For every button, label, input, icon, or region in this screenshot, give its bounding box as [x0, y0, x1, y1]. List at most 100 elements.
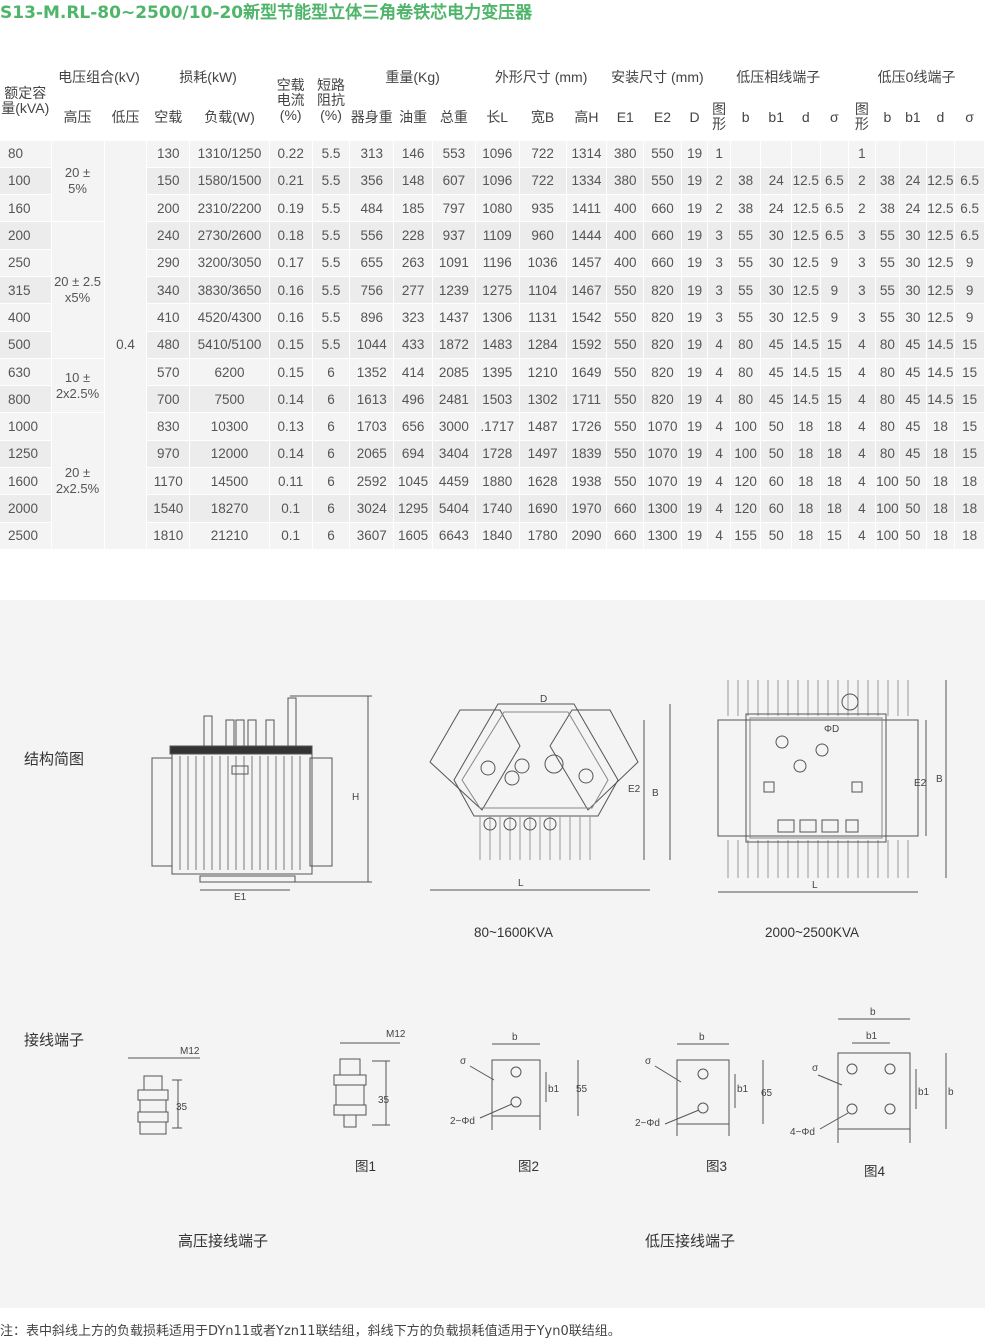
table-cell: 1970	[566, 494, 608, 523]
table-cell: 400	[606, 249, 645, 277]
table-cell: 1131	[519, 303, 567, 332]
th-length: 长L	[475, 94, 520, 141]
table-cell: 1210	[519, 358, 567, 387]
table-cell: 0.19	[269, 194, 313, 223]
table-cell	[760, 140, 793, 168]
table-cell: 3	[848, 303, 876, 332]
table-cell: 4520/4300	[189, 303, 270, 332]
table-cell: 480	[146, 331, 191, 359]
table-cell: 19	[681, 412, 709, 441]
fig2-b1: b1	[548, 1084, 560, 1095]
table-cell: 50	[899, 522, 927, 550]
th-lv: 低压	[104, 94, 148, 141]
table-cell: 3024	[349, 494, 395, 523]
table-cell: 100	[875, 522, 901, 550]
table-cell: 410	[146, 303, 191, 332]
table-cell: 12.5	[926, 221, 956, 250]
table-cell: 756	[349, 276, 395, 305]
table-cell: 797	[432, 194, 476, 223]
table-cell: 1690	[519, 494, 567, 523]
table-cell: 4	[848, 522, 876, 550]
table-cell: 5.5	[312, 221, 351, 250]
table-cell: 340	[146, 276, 191, 305]
table-cell: 1302	[519, 385, 567, 414]
table-cell: 0.16	[269, 303, 313, 332]
table-cell: 45	[760, 358, 793, 387]
table-cell: 12.5	[791, 167, 821, 196]
th-hv: 高压	[51, 94, 105, 141]
table-cell: 1580/1500	[189, 167, 270, 196]
table-cell: 4	[848, 358, 876, 387]
table-cell: 18	[820, 412, 850, 441]
dim-E1: E1	[234, 892, 247, 903]
table-cell: 1810	[146, 522, 191, 550]
lv-terminal-label: 低压接线端子	[645, 1232, 736, 1250]
table-cell: 1600	[0, 467, 52, 496]
table-cell: 6	[312, 494, 351, 523]
table-cell: 5404	[432, 494, 476, 523]
table-cell: 896	[349, 303, 395, 332]
lv-fig2-drawing: b b1 55 σ 2−Φd	[450, 1032, 588, 1130]
table-cell: 830	[146, 412, 191, 441]
table-cell: 1711	[566, 385, 608, 414]
table-cell: 45	[899, 440, 927, 469]
table-cell: 38	[875, 167, 901, 196]
table-cell: 1839	[566, 440, 608, 469]
table-cell: 200	[0, 221, 52, 250]
table-cell: 45	[899, 385, 927, 414]
table-cell: 820	[643, 303, 682, 332]
table-cell: 50	[760, 412, 793, 441]
table-cell: 694	[393, 440, 433, 469]
table-cell: 1250	[0, 440, 52, 469]
table-cell: 100	[875, 494, 901, 523]
table-cell: 3	[707, 276, 731, 305]
table-cell: 414	[393, 358, 433, 387]
table-cell: 19	[681, 167, 709, 196]
table-cell: 2	[848, 194, 876, 223]
table-cell: 1938	[566, 467, 608, 496]
hv-terminal-drawing-a: M12 35	[128, 1046, 200, 1135]
table-cell: 2	[848, 167, 876, 196]
table-cell: 4	[707, 358, 731, 387]
table-cell: 0.1	[269, 522, 313, 550]
dim-B-small: B	[652, 788, 659, 799]
table-cell: 6	[312, 467, 351, 496]
table-cell: 9	[954, 249, 985, 277]
th-width: 宽B	[519, 94, 567, 141]
table-cell: 60	[760, 467, 793, 496]
table-cell: 18	[820, 467, 850, 496]
table-cell: 1239	[432, 276, 476, 305]
table-cell: 1487	[519, 412, 567, 441]
table-cell: 19	[681, 276, 709, 305]
table-cell: 12.5	[926, 249, 956, 277]
table-cell: 9	[820, 303, 850, 332]
table-cell: 356	[349, 167, 395, 196]
th-lv-zero: 低压0线端子	[848, 62, 985, 95]
top-view-large-drawing: ΦD E2 B L	[717, 680, 947, 893]
fig2-55: 55	[576, 1084, 588, 1095]
table-cell: 19	[681, 140, 709, 168]
table-cell	[899, 140, 927, 168]
th-sigma-phase: σ	[820, 94, 850, 141]
table-cell: 12.5	[791, 249, 821, 277]
table-cell: 4	[707, 440, 731, 469]
table-cell: 6	[312, 412, 351, 441]
table-cell: 2090	[566, 522, 608, 550]
table-cell: 55	[875, 276, 901, 305]
table-cell: 80	[875, 358, 901, 387]
table-cell: 30	[760, 276, 793, 305]
table-cell: 4	[848, 440, 876, 469]
table-cell: 1497	[519, 440, 567, 469]
table-cell: 100	[730, 440, 762, 469]
fig3-65: 65	[761, 1088, 773, 1099]
table-cell: 556	[349, 221, 395, 250]
table-cell: 14.5	[926, 385, 956, 414]
th-d-phase: d	[791, 94, 821, 141]
table-cell: 3830/3650	[189, 276, 270, 305]
lv-fig4-drawing: b b1 b1 b σ 4−Φd	[790, 1007, 954, 1143]
table-cell: 14.5	[791, 385, 821, 414]
